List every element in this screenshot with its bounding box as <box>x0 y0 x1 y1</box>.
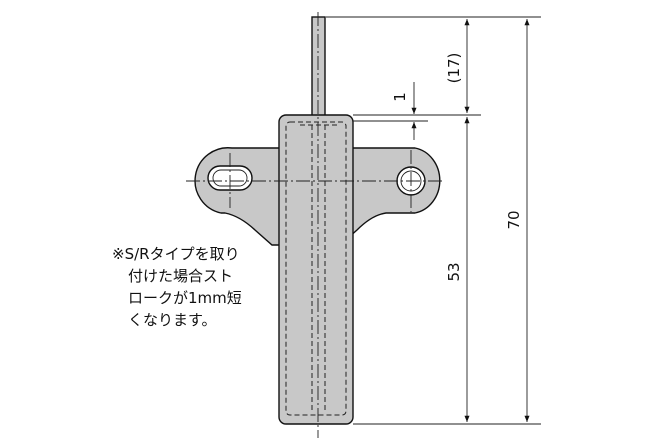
rod <box>311 16 326 118</box>
dim-label-offset: 1 <box>391 92 409 102</box>
dim-label-body: 53 <box>445 262 463 281</box>
main-body <box>278 114 354 425</box>
note-line-1: ※S/Rタイプを取り <box>112 245 240 263</box>
dim-label-protrusion: (17) <box>445 53 463 84</box>
hidden-outline <box>285 121 347 416</box>
note-line-4: くなります。 <box>128 311 217 329</box>
note-line-3: ロークが1mm短 <box>128 289 242 307</box>
dim-label-total: 70 <box>505 210 523 229</box>
note-line-2: 付けた場合スト <box>128 267 234 285</box>
stroke-note: ※S/Rタイプを取り 付けた場合スト ロークが1mm短 くなります。 <box>112 243 292 331</box>
